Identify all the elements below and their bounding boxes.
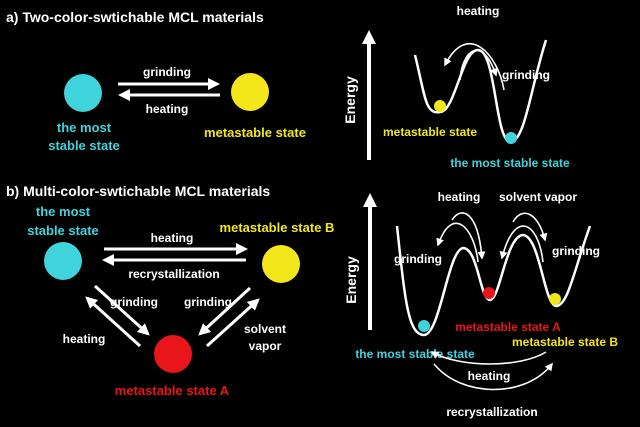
energy-axis-b: [363, 193, 377, 330]
stable-label-a-line2: stable state: [48, 138, 120, 153]
panel-b-heading: b) Multi-color-swtichable MCL materials: [6, 183, 270, 199]
metastable-label-a: metastable state: [204, 125, 306, 140]
energy-curve-b: [395, 225, 592, 337]
diagram-solvent-label-b: solvent vapor: [499, 190, 577, 204]
diagram-recrystallization-arrow-b: [433, 362, 553, 391]
diagram-stable-label-b: the most stable state: [355, 347, 475, 361]
diagram-metastable-label-a: metastable state: [383, 125, 477, 139]
recrystallization-arrow-b: [102, 254, 246, 266]
stable-ball-a: [505, 132, 517, 144]
solvent-arrow-b-right: [205, 298, 260, 348]
stable-label-b-line1: the most: [36, 204, 91, 219]
grinding-label-b-left: grinding: [110, 295, 158, 309]
diagram-heating-label-b-bottom: heating: [468, 369, 511, 383]
energy-axis-label-a: Energy: [342, 76, 358, 124]
grinding-label-a: grinding: [143, 65, 191, 79]
metastable-b-ball: [549, 293, 561, 305]
metastable-b-label: metastable state B: [220, 220, 335, 235]
metastable-a-ball: [483, 287, 495, 299]
heating-arrow-b-left: [85, 296, 142, 348]
metastable-ball-a: [434, 100, 446, 112]
metastable-a-circle: [154, 335, 192, 373]
diagram-metastable-a-label-b: metastable state A: [455, 320, 561, 334]
energy-axis-label-b: Energy: [343, 256, 359, 304]
stable-ball-b: [418, 320, 430, 332]
heating-arrow-a: [118, 89, 220, 101]
heating-arrow-b: [104, 243, 248, 255]
stable-state-circle-a: [64, 74, 102, 112]
stable-label-b-line2: stable state: [27, 223, 99, 238]
grinding-arrow-b-left: [93, 284, 150, 336]
panel-a-heading: a) Two-color-swtichable MCL materials: [6, 9, 264, 25]
diagram-grinding-arrow-a: [459, 49, 498, 81]
diagram-heating-arrow-b-bottom: [430, 351, 547, 365]
diagram-grinding-arrow-b-left: [451, 212, 486, 260]
grinding-arrow-b-right: [198, 286, 252, 336]
diagram-grinding-arrow-b-right: [499, 225, 544, 263]
energy-axis-a: [362, 30, 376, 160]
panel-a: a) Two-color-swtichable MCL materials gr…: [6, 4, 570, 170]
metastable-state-circle-a: [231, 73, 269, 111]
grinding-label-b-right: grinding: [184, 295, 232, 309]
grinding-arrow-a: [118, 78, 220, 90]
diagram-grinding-label-b-left: grinding: [394, 252, 442, 266]
recrystallization-label-b: recrystallization: [128, 267, 219, 281]
diagram-heating-label-b: heating: [438, 190, 481, 204]
diagram-metastable-b-label-b: metastable state B: [512, 335, 618, 349]
stable-label-a-line1: the most: [57, 120, 112, 135]
diagram-recrystallization-label-b: recrystallization: [446, 405, 537, 419]
diagram-heating-arrow-a: [444, 42, 505, 91]
heating-label-a: heating: [146, 102, 189, 116]
heating-label-b: heating: [151, 231, 194, 245]
diagram-grinding-label-b-right: grinding: [552, 244, 600, 258]
solvent-label-b-line2: vapor: [249, 339, 282, 353]
stable-state-circle-b: [44, 242, 82, 280]
metastable-a-label: metastable state A: [115, 383, 230, 398]
panel-b: b) Multi-color-swtichable MCL materials …: [6, 183, 618, 419]
diagram-grinding-label-a: grinding: [502, 68, 550, 82]
heating-label-b-left: heating: [63, 332, 106, 346]
solvent-label-b-line1: solvent: [244, 322, 286, 336]
diagram-stable-label-a: the most stable state: [450, 156, 570, 170]
diagram-heating-arrow-b: [436, 222, 479, 263]
diagram-solvent-arrow-b: [512, 212, 548, 242]
metastable-b-circle: [262, 245, 300, 283]
diagram-heating-label-a: heating: [457, 4, 500, 18]
